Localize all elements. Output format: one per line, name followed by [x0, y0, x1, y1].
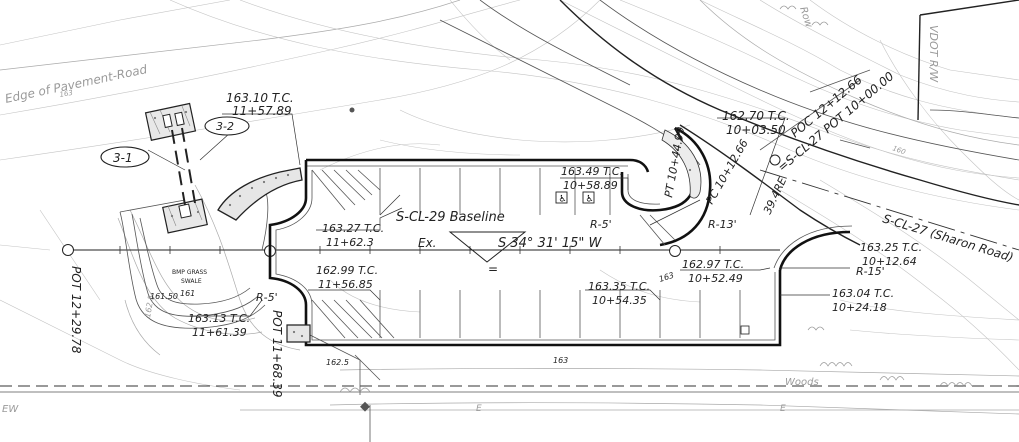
tc-162-99: 162.99 T.C. — [316, 264, 378, 277]
detail-tag-3-1: 3-1 — [113, 151, 133, 165]
bmp-grass-label: BMP GRASS — [172, 269, 207, 276]
tc-163-49: 163.49 T.C. — [561, 165, 623, 178]
baseline-label: S-CL-29 Baseline — [396, 210, 505, 225]
riprap-areas — [153, 110, 702, 343]
bottom-road-lines — [0, 329, 1019, 442]
tc-163-04: 163.04 T.C. — [832, 287, 894, 300]
radius-15: R-15' — [856, 265, 885, 278]
leader-lines — [147, 113, 850, 317]
vdot-rw-label: VDOT R/W — [927, 25, 940, 83]
e-mark-2: E — [780, 404, 786, 414]
contour-label-163-top: 163 — [59, 89, 74, 99]
tc-163-27: 163.27 T.C. — [322, 222, 384, 235]
tc-163-25: 163.25 T.C. — [860, 241, 922, 254]
contour-label-160: 160 — [891, 144, 907, 156]
contour-label-161-50: 161.50 — [150, 292, 178, 301]
existing-label: Ex. — [418, 236, 437, 250]
contour-label-162-5-b: 162.5 — [326, 358, 349, 367]
pot-12-29-78: POT 12+29.78 — [69, 266, 83, 354]
swale-label: SWALE — [181, 278, 202, 285]
parking-lot — [268, 126, 853, 347]
detail-tag-3-2: 3-2 — [216, 120, 234, 133]
baseline-centerline — [62, 154, 781, 257]
woods-label: Woods — [785, 377, 819, 388]
tc-162-97: 162.97 T.C. — [682, 258, 744, 271]
pot-equality-station: =S-CL-27 POT 10+00.00 — [775, 69, 897, 174]
background-contours — [0, 0, 1019, 391]
pot-11-68-39: POT 11+68.39 — [270, 310, 284, 398]
tc-11-62-3: 11+62.3 — [326, 236, 374, 249]
sharon-road-lines — [439, 0, 1019, 251]
e-mark-1: E — [476, 404, 482, 414]
equals-mark: = — [488, 262, 498, 276]
ew-label: EW — [2, 404, 19, 415]
tc-10-24-18: 10+24.18 — [832, 301, 887, 314]
tc-10-52-49: 10+52.49 — [688, 272, 743, 285]
row-label: Row — [797, 6, 814, 30]
tc-10-03-50: 10+03.50 — [726, 123, 786, 137]
tc-10-12-64: 10+12.64 — [862, 255, 917, 268]
tc-162-70: 162.70 T.C. — [722, 109, 790, 123]
baseline-bearing: S 34° 31' 15" W — [498, 236, 602, 251]
contour-label-161: 161 — [180, 289, 195, 298]
tc-163-13: 163.13 T.C. — [188, 312, 250, 325]
tc-10-58-89: 10+58.89 — [563, 179, 618, 192]
edge-of-pavement-label: Edge of Pavement-Road — [4, 62, 149, 106]
svg-text:♿: ♿ — [559, 195, 567, 205]
tc-163-10: 163.10 T.C. — [226, 91, 294, 105]
accessible-parking-symbols: ♿ ♿ — [349, 107, 750, 412]
tc-11-56-85: 11+56.85 — [318, 278, 373, 291]
contour-label-163-right: 163 — [658, 271, 675, 284]
bmp-swale — [119, 102, 269, 329]
tc-163-35: 163.35 T.C. — [588, 280, 650, 293]
vegetation-symbols — [339, 5, 973, 393]
tc-11-57-89: 11+57.89 — [232, 104, 292, 118]
tc-10-54-35: 10+54.35 — [592, 294, 647, 307]
contour-label-162-5: 162.5 — [143, 294, 156, 318]
radius-5-bottom: R-5' — [256, 291, 278, 304]
tc-11-61-39: 11+61.39 — [192, 326, 247, 339]
bearing-39: 39.4RE — [761, 175, 789, 216]
detail-tags — [100, 116, 250, 168]
contour-label-163-bottom: 163 — [553, 356, 568, 365]
radius-13: R-13' — [708, 218, 737, 231]
radius-5-top: R-5' — [590, 218, 612, 231]
svg-text:♿: ♿ — [586, 195, 594, 205]
pc-station: PC 10+12.66 — [703, 137, 751, 206]
